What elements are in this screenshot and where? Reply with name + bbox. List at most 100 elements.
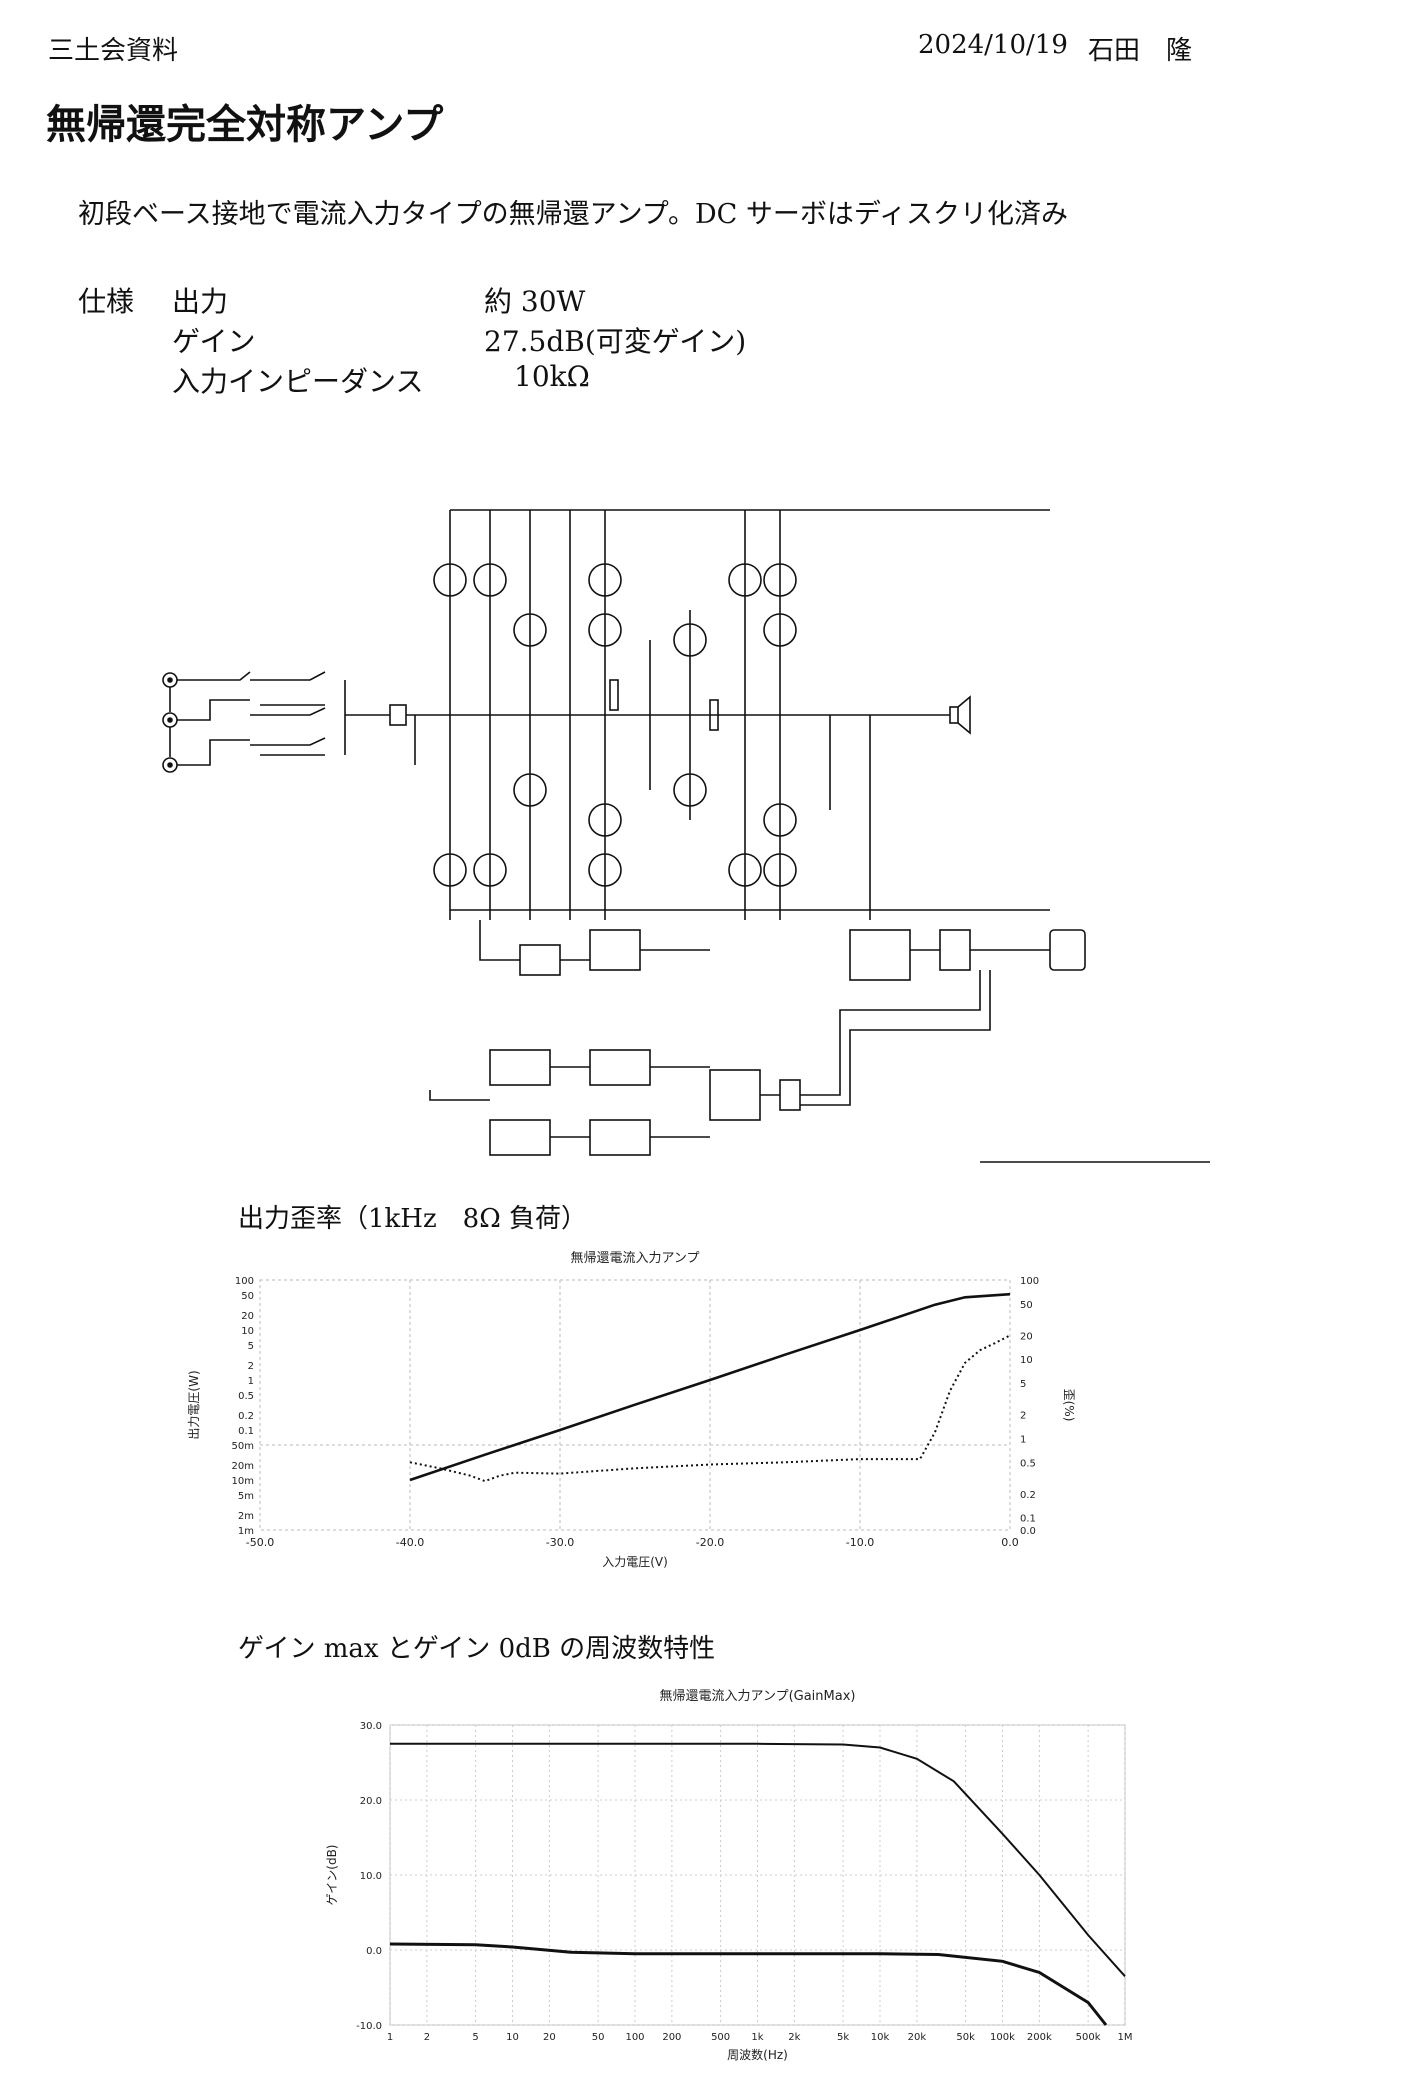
y-tick-label: 50 <box>241 1291 254 1302</box>
lead-text: 初段ベース接地で電流入力タイプの無帰還アンプ。DC サーボはディスクリ化済み <box>78 199 1068 230</box>
spec-value-impedance: 10kΩ <box>514 360 590 393</box>
header-group: 三土会資料 <box>48 36 179 66</box>
x-tick-label: 10 <box>506 2032 519 2043</box>
x-tick-label: 0.0 <box>1001 1536 1019 1549</box>
rectifier-1 <box>849 929 911 981</box>
y-tick-label: -10.0 <box>356 2021 382 2032</box>
y-tick-label: 20 <box>241 1311 254 1322</box>
y-tick-label: 1 <box>248 1376 254 1387</box>
series-output-line <box>409 1292 1011 1482</box>
x-tick-label: 100k <box>990 2032 1015 2043</box>
y-tick-label: 1m <box>238 1526 254 1537</box>
transformer-2 <box>779 1079 801 1111</box>
y2-tick-label: 100 <box>1020 1276 1039 1287</box>
y-tick-label: 5m <box>238 1491 254 1502</box>
x-tick-label: 1 <box>387 2032 393 2043</box>
y-tick-label: 100 <box>235 1276 254 1287</box>
y2-tick-label: 5 <box>1020 1379 1026 1390</box>
x-tick-label: 5 <box>472 2032 478 2043</box>
x-tick-label: 5k <box>837 2032 849 2043</box>
amplifier-schematic <box>162 509 1210 1163</box>
x-tick-label: 500 <box>711 2032 730 2043</box>
ac-inlet-icon <box>1049 929 1086 971</box>
y-tick-label: 10m <box>232 1476 254 1487</box>
x-tick-label: 10k <box>871 2032 890 2043</box>
x-tick-label: -40.0 <box>396 1536 424 1549</box>
regulator-3 <box>589 1049 651 1086</box>
plot-frame <box>259 1279 1011 1531</box>
spec-label-gain: ゲイン <box>172 325 256 358</box>
y2-tick-label: 0.5 <box>1020 1458 1036 1469</box>
y-tick-label: 0.1 <box>238 1426 254 1437</box>
series-distortion-line <box>409 1334 1011 1483</box>
spec-label-output: 出力 <box>172 285 229 318</box>
input-jack-1 <box>162 672 178 688</box>
regulator-2 <box>489 1119 551 1156</box>
y-axis-label: ゲイン(dB) <box>325 1845 339 1906</box>
x-tick-label: 200k <box>1027 2032 1052 2043</box>
transformer-1 <box>939 929 971 971</box>
regulator-1 <box>489 1049 551 1086</box>
chart1-caption: 出力歪率（1kHz 8Ω 負荷） <box>238 1204 588 1234</box>
x-tick-label: 50k <box>956 2032 975 2043</box>
x-tick-label: 2k <box>788 2032 800 2043</box>
servo-opamp-1 <box>519 944 561 976</box>
series-gain-0db-line <box>389 1942 1108 2026</box>
y2-tick-label: 20 <box>1020 1331 1033 1342</box>
x-axis-label: 入力電圧(V) <box>602 1555 668 1569</box>
transistor-group-top <box>433 563 797 657</box>
y-tick-label: 0.5 <box>238 1391 254 1402</box>
series-gain-max-line <box>390 1742 1126 1977</box>
y-tick-label: 20m <box>232 1461 254 1472</box>
input-jack-2 <box>162 712 178 728</box>
y2-tick-label: 1 <box>1020 1434 1026 1445</box>
regulator-4 <box>589 1119 651 1156</box>
chart-title: 無帰還電流入力アンプ <box>570 1250 699 1266</box>
servo-opamp-2 <box>589 929 641 971</box>
y-tick-label: 50m <box>232 1441 254 1452</box>
y-tick-label: 0.0 <box>366 1946 382 1957</box>
header-date: 2024/10/19 <box>918 30 1068 60</box>
x-tick-label: 100 <box>625 2032 644 2043</box>
y-tick-label: 20.0 <box>360 1796 382 1807</box>
y2-tick-label: 0.2 <box>1020 1490 1036 1501</box>
y2-tick-label: 10 <box>1020 1355 1033 1366</box>
spec-value-output: 約 30W <box>484 285 586 318</box>
page-title: 無帰還完全対称アンプ <box>46 102 444 148</box>
input-jack-3 <box>162 757 178 773</box>
chart2-caption: ゲイン max とゲイン 0dB の周波数特性 <box>238 1634 716 1664</box>
x-tick-label: 1k <box>751 2032 763 2043</box>
x-tick-label: -30.0 <box>546 1536 574 1549</box>
y2-tick-label: 0.1 <box>1020 1514 1036 1525</box>
x-axis-label: 周波数(Hz) <box>727 2047 788 2062</box>
transistor-group-bottom <box>433 773 797 887</box>
speaker-icon <box>949 695 971 735</box>
y-tick-label: 30.0 <box>360 1721 382 1732</box>
y-tick-label: 0.2 <box>238 1411 254 1422</box>
frequency-response-chart: 無帰還電流入力アンプ(GainMax) 1 2 5 10 20 50 100 200 500 1k 2… <box>325 1688 1133 2062</box>
x-tick-label: 20 <box>543 2032 556 2043</box>
y-axis-label: 出力電圧(W) <box>187 1370 201 1439</box>
x-tick-label: 50 <box>592 2032 605 2043</box>
x-tick-label: 1M <box>1118 2032 1133 2043</box>
spec-heading: 仕様 <box>78 285 135 318</box>
y2-tick-label: 50 <box>1020 1300 1033 1311</box>
x-tick-label: -50.0 <box>246 1536 274 1549</box>
x-tick-label: 200 <box>662 2032 681 2043</box>
x-tick-label: 2 <box>424 2032 430 2043</box>
y-tick-label: 2 <box>248 1361 254 1372</box>
spec-value-gain: 27.5dB(可変ゲイン) <box>484 325 747 358</box>
spec-label-impedance: 入力インピーダンス <box>172 365 424 398</box>
x-tick-label: -20.0 <box>696 1536 724 1549</box>
chart-title: 無帰還電流入力アンプ(GainMax) <box>659 1688 855 1704</box>
y-tick-label: 10 <box>241 1326 254 1337</box>
header-author: 石田 隆 <box>1088 36 1193 66</box>
rectifier-2 <box>709 1069 761 1121</box>
x-tick-label: 500k <box>1076 2032 1101 2043</box>
x-tick-label: 20k <box>908 2032 927 2043</box>
y-tick-label: 5 <box>248 1341 254 1352</box>
y2-tick-label: 0.0 <box>1020 1526 1036 1537</box>
x-tick-label: -10.0 <box>846 1536 874 1549</box>
y2-axis-label: 歪(%) <box>1062 1389 1076 1422</box>
